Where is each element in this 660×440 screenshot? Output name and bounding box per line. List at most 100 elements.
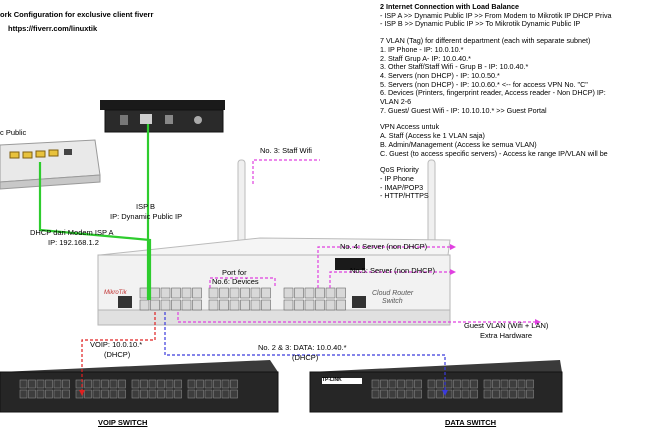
ethernet-port (427, 379, 436, 389)
data-link (164, 312, 446, 392)
ethernet-port (492, 379, 500, 389)
ethernet-port (109, 379, 118, 389)
voip-label-1: VOIP: 10.0.10.* (90, 340, 143, 349)
ethernet-port (414, 379, 422, 389)
ethernet-port (118, 389, 126, 399)
ethernet-port (405, 389, 414, 399)
ethernet-port (165, 379, 174, 389)
server5-label: No.5: Server (non DHCP) (350, 266, 436, 275)
ethernet-port (453, 389, 461, 399)
vlan-item: 6. Devices (Printers, fingerprint reader… (380, 88, 606, 98)
ethernet-port (187, 379, 196, 389)
ethernet-port (229, 287, 240, 299)
ethernet-port (427, 389, 436, 399)
ethernet-port (92, 379, 101, 389)
guest-vlan-label-1: Guest VLAN (Wifi + LAN) (464, 321, 549, 330)
ethernet-port (109, 389, 118, 399)
ethernet-port (219, 287, 229, 299)
ethernet-port (461, 379, 470, 389)
qos-item: - IMAP/POP3 (380, 182, 424, 192)
ethernet-port (436, 379, 444, 389)
ethernet-port (325, 287, 336, 299)
vlan-title: 7 VLAN (Tag) for different department (e… (380, 36, 591, 46)
ethernet-port (118, 379, 126, 389)
vlan-item: 1. IP Phone - IP: 10.0.10.* (380, 44, 464, 54)
ethernet-port (213, 389, 221, 399)
ethernet-port (62, 379, 70, 389)
ethernet-port (221, 389, 230, 399)
isp-b-modem (100, 100, 225, 133)
ethernet-port (131, 379, 140, 389)
ethernet-port (517, 389, 526, 399)
ethernet-port (500, 379, 509, 389)
data-label-2: (DHCP) (292, 353, 319, 362)
ethernet-port (165, 389, 174, 399)
devices-bracket (209, 277, 276, 288)
ethernet-port (150, 287, 160, 299)
ethernet-port (75, 379, 84, 389)
ethernet-port (470, 389, 478, 399)
ethernet-port (229, 299, 240, 311)
internet-title: 2 Internet Connection with Load Balance (380, 2, 519, 11)
magenta-links (177, 159, 535, 323)
ethernet-port (196, 389, 204, 399)
ethernet-port (261, 299, 271, 311)
vlan-item: 5. Servers (non DHCP) - IP: 10.0.60.* <-… (380, 79, 588, 89)
ethernet-port (483, 389, 492, 399)
ethernet-port (509, 389, 517, 399)
ethernet-port (36, 379, 45, 389)
ethernet-port (500, 389, 509, 399)
data-switch-label: DATA SWITCH (445, 418, 497, 427)
ethernet-port (250, 299, 261, 311)
mikrotik-logo: MikroTik (104, 290, 127, 296)
guest-vlan-label-2: Extra Hardware (480, 331, 533, 340)
vlan-item: VLAN 2-6 (380, 97, 412, 107)
ethernet-port (28, 379, 36, 389)
ethernet-port (294, 287, 304, 299)
cloud-router-switch (97, 237, 451, 326)
ethernet-port (101, 389, 109, 399)
ethernet-port (92, 389, 101, 399)
isp-a-link (38, 162, 152, 300)
isp-a-modem (0, 139, 101, 190)
ethernet-port (380, 389, 388, 399)
isp-b-ip-label: IP: Dynamic Public IP (110, 212, 183, 221)
ethernet-port (160, 299, 171, 311)
ethernet-port (101, 379, 109, 389)
vpn-item: C. Guest (to access specific servers) - … (380, 148, 608, 158)
ethernet-port (315, 299, 325, 311)
ethernet-port (171, 287, 181, 299)
devices-label-2: No.6: Devices (212, 277, 259, 286)
ethernet-port (509, 379, 517, 389)
ethernet-port (371, 379, 380, 389)
ethernet-port (219, 299, 229, 311)
ethernet-port (470, 379, 478, 389)
fiverr-url: https://fiverr.com/linuxtik (8, 24, 98, 33)
vlan-item: 7. Guest/ Guest Wifi - IP: 10.10.10.* >>… (380, 105, 547, 115)
guest-vlan-link (177, 312, 535, 323)
ethernet-port (196, 379, 204, 389)
ethernet-port (204, 379, 213, 389)
ethernet-port (192, 299, 202, 311)
ethernet-port (192, 287, 202, 299)
isp-b-note: - ISP B >> Dynamic Public IP >> To Mikro… (380, 19, 581, 29)
server4-link (317, 246, 450, 288)
devices-label-1: Port for (222, 268, 247, 277)
ethernet-port (436, 389, 444, 399)
vpn-item: A. Staff (Access ke 1 VLAN saja) (380, 131, 485, 141)
ethernet-port (250, 287, 261, 299)
modem-label: c Public (0, 128, 27, 137)
ethernet-port (453, 379, 461, 389)
vlan-item: 4. Servers (non DHCP) - IP: 10.0.50.* (380, 70, 500, 80)
dhcp-ip-label: IP: 192.168.1.2 (48, 238, 99, 247)
data-switch-ports (371, 379, 534, 399)
dhcp-modem-label: DHCP dari Modem ISP A (30, 228, 114, 237)
ethernet-port (414, 389, 422, 399)
ethernet-port (45, 389, 53, 399)
ethernet-port (208, 299, 219, 311)
ethernet-port (526, 389, 534, 399)
ethernet-port (283, 299, 294, 311)
ethernet-port (150, 299, 160, 311)
ethernet-port (240, 287, 250, 299)
